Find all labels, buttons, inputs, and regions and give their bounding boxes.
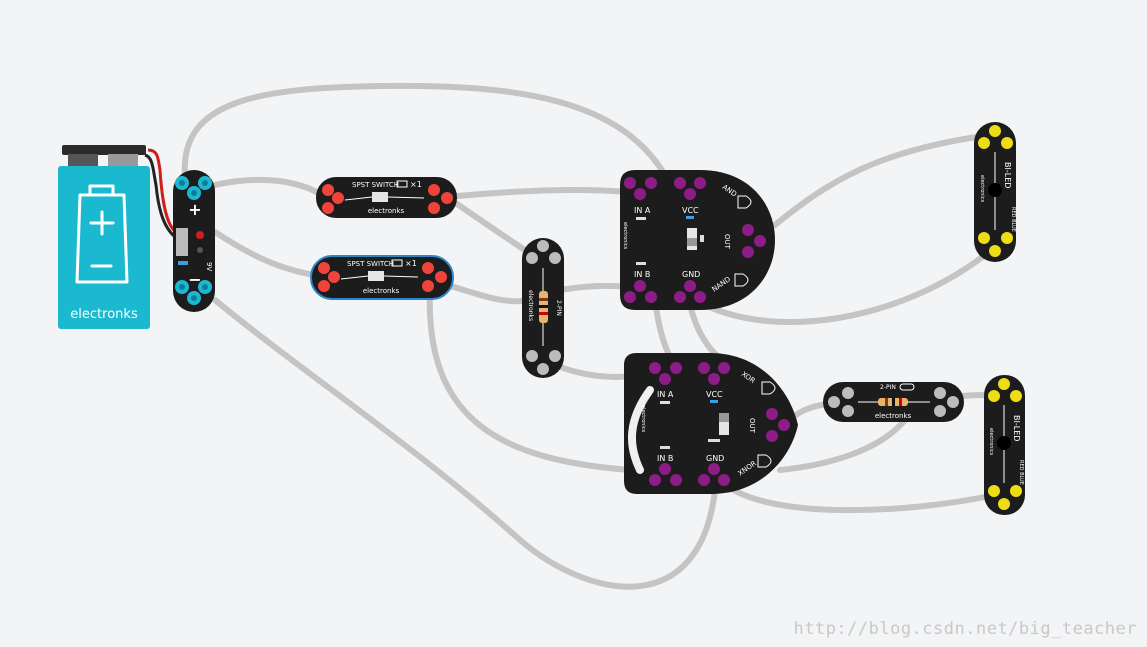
battery-body: [58, 166, 150, 329]
wire: [212, 297, 718, 590]
pins[interactable]: [322, 184, 453, 214]
led-colors-label: RED BLUE: [1018, 460, 1024, 485]
spst-switch-1[interactable]: SPST SWITCH ×1 electronks: [316, 177, 457, 218]
brand-label: electronics: [988, 428, 994, 456]
brand-label: electronics: [979, 175, 985, 203]
resistor-1[interactable]: 2-PIN electronks: [522, 238, 564, 378]
wire: [557, 282, 631, 293]
pins[interactable]: [649, 362, 790, 486]
brand-label: electronks: [363, 287, 400, 295]
gate-select-switch[interactable]: [719, 413, 729, 435]
switch-slider[interactable]: [372, 192, 388, 202]
logic-gate-xor-xnor[interactable]: IN A VCC IN B GND OUT XOR XNOR electroni…: [624, 353, 798, 494]
out-label: OUT: [748, 418, 756, 434]
battery-top: [62, 145, 146, 155]
brand-label: electronics: [622, 222, 628, 250]
battery-terminal-neg: [68, 154, 98, 168]
battery-icon: [75, 184, 129, 284]
wire: [444, 186, 631, 200]
wire: [181, 82, 668, 178]
pin[interactable]: [187, 186, 201, 200]
bi-led-1[interactable]: BI-LED RED BLUE electronics: [974, 122, 1016, 262]
resistor-2[interactable]: 2-PIN electronks: [823, 382, 964, 422]
multiplier-label: ×1: [405, 259, 417, 268]
board: [624, 353, 798, 494]
brand-label: electronks: [527, 290, 534, 321]
toggle-icon: [396, 180, 408, 188]
plus-sign: +: [188, 200, 201, 219]
power-switch-module[interactable]: + − 9V: [173, 170, 215, 312]
battery-9v[interactable]: electronks: [58, 145, 178, 329]
board: [173, 170, 215, 312]
led-colors-label: RED BLUE: [1010, 207, 1016, 232]
spst-switch-2[interactable]: SPST SWITCH ×1 electronks: [310, 255, 454, 300]
battery-terminal-pos: [108, 154, 138, 168]
wire: [717, 477, 998, 514]
voltage-label: 9V: [205, 262, 213, 271]
brand-label: electronks: [875, 412, 912, 420]
pin-label: 2-PIN: [555, 300, 562, 316]
battery-brand: electronks: [70, 307, 138, 322]
curve-marker: [628, 386, 654, 474]
wire: [772, 132, 993, 228]
wire: [212, 229, 323, 279]
in-b-label: IN B: [634, 270, 650, 279]
multiplier-label: ×1: [410, 180, 422, 189]
brand-label: electronics: [640, 405, 646, 433]
switch-label: SPST SWITCH: [347, 260, 394, 268]
wire: [426, 287, 633, 473]
wire: [702, 252, 988, 326]
wires: [181, 82, 998, 590]
nand-gate-icon: [734, 273, 749, 287]
wire: [777, 417, 908, 473]
out-label: OUT: [723, 234, 731, 250]
xor-gate-icon: [761, 381, 776, 395]
pin[interactable]: [175, 176, 189, 190]
in-a-label: IN A: [657, 390, 674, 399]
pins[interactable]: [988, 378, 1022, 510]
red-terminal: [196, 231, 204, 239]
pins[interactable]: [318, 262, 447, 292]
vcc-label: VCC: [706, 390, 723, 399]
in-a-label: IN A: [634, 206, 651, 215]
in-b-label: IN B: [657, 454, 673, 463]
wire: [212, 176, 328, 200]
toggle-icon: [391, 259, 403, 267]
brand-label: electronks: [368, 207, 405, 215]
gnd-label: GND: [706, 454, 724, 463]
led-bulb: [997, 436, 1011, 450]
pin[interactable]: [187, 291, 201, 305]
minus-sign: −: [188, 270, 201, 289]
xnor-gate-icon: [757, 454, 772, 468]
battery-red-lead: [147, 148, 178, 234]
pins[interactable]: [624, 177, 766, 303]
switch-slider[interactable]: [368, 271, 384, 281]
black-terminal: [197, 247, 203, 253]
and-gate-icon: [737, 195, 752, 209]
pin-label: 2-PIN: [880, 384, 896, 391]
switch-slider[interactable]: [176, 228, 188, 256]
gnd-label: GND: [682, 270, 700, 279]
logic-gate-and-nand[interactable]: IN A VCC IN B GND OUT AND NAND electroni…: [620, 170, 775, 310]
bi-led-2[interactable]: BI-LED RED BLUE electronics: [984, 375, 1025, 515]
vcc-label: VCC: [682, 206, 699, 215]
pin[interactable]: [198, 176, 212, 190]
watermark: http://blog.csdn.net/big_teacher: [793, 619, 1137, 639]
switch-label: SPST SWITCH: [352, 181, 399, 189]
pins[interactable]: [526, 240, 561, 375]
battery-black-lead: [144, 153, 176, 238]
indicator-led: [178, 261, 188, 265]
board: [620, 170, 775, 310]
led-bulb: [988, 183, 1002, 197]
wire: [444, 194, 535, 258]
pin[interactable]: [175, 280, 189, 294]
led-label: BI-LED: [1012, 415, 1021, 441]
led-label: BI-LED: [1003, 162, 1012, 188]
pins[interactable]: [828, 387, 959, 417]
pins[interactable]: [978, 125, 1013, 257]
